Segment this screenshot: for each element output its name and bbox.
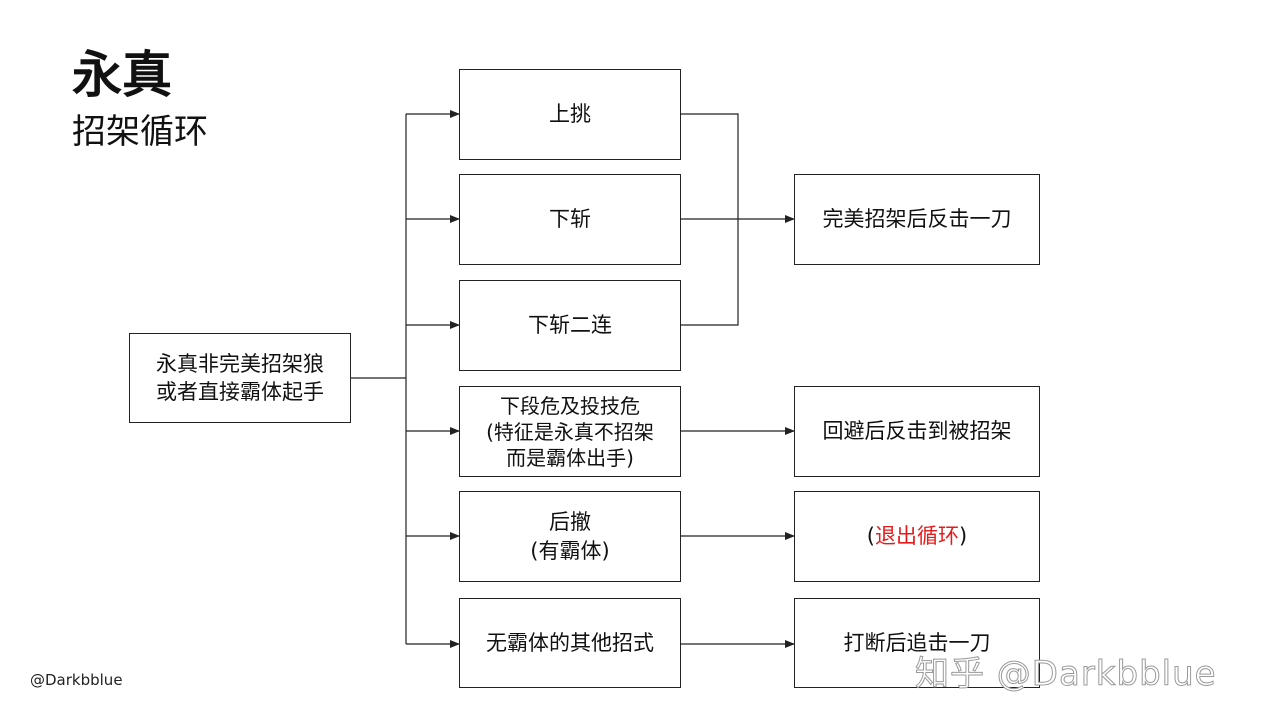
result-node-exit-loop: (退出循环) [794,491,1040,582]
connector-merge-bracket [680,113,739,326]
result-node-dodge-counter: 回避后反击到被招架 [794,386,1040,477]
move-node-upward-slash: 上挑 [459,69,681,160]
exit-loop-open-paren: ( [866,524,875,549]
author-credit: @Darkbblue [30,671,123,689]
result-node-interrupt: 打断后追击一刀 [794,598,1040,688]
page-subtitle: 招架循环 [72,112,208,152]
page-title: 永真 [72,46,172,104]
zhihu-watermark: 知乎 @Darkbblue [915,654,1217,695]
move-node-downward-slash: 下斩 [459,174,681,265]
exit-loop-text: 退出循环 [875,524,959,549]
exit-loop-close-paren: ) [959,524,968,549]
move-node-backstep: 后撤 (有霸体) [459,491,681,582]
result-node-perfect-parry: 完美招架后反击一刀 [794,174,1040,265]
start-node: 永真非完美招架狼 或者直接霸体起手 [129,333,351,423]
move-node-double-downward-slash: 下斩二连 [459,280,681,371]
move-node-other-moves: 无霸体的其他招式 [459,598,681,688]
move-node-sweep-and-grab: 下段危及投技危 (特征是永真不招架 而是霸体出手) [459,386,681,477]
